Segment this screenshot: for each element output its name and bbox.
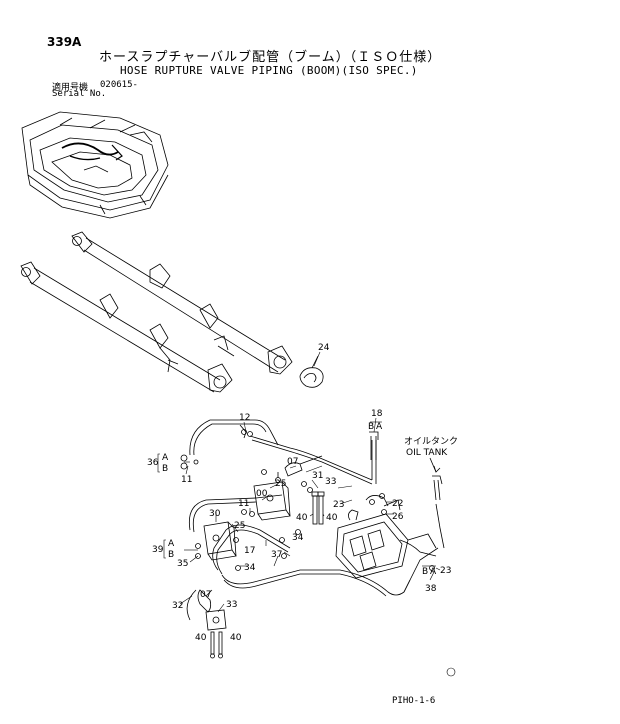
- callout-11-a: 11: [181, 475, 192, 485]
- pipe-middle: [188, 455, 323, 533]
- callout-39-a: A: [168, 539, 175, 549]
- callout-36-b: B: [162, 464, 168, 474]
- callout-26: 26: [392, 512, 404, 522]
- oil-tank-label-japanese: オイルタンク: [404, 436, 458, 447]
- page-reference: PIHO-1-6: [392, 696, 436, 706]
- callout-35: 35: [177, 559, 188, 569]
- callout-07-a: 07: [287, 457, 298, 467]
- valve-block-30: [195, 521, 237, 561]
- fittings: [180, 429, 435, 571]
- callout-18-b: B: [368, 422, 374, 432]
- serial-label-japanese: 適用号機: [52, 83, 89, 93]
- pipe-upper: [189, 419, 377, 485]
- title-japanese: ホースラプチャーバルブ配管（ブーム）（ＩＳＯ仕様）: [99, 50, 442, 65]
- oil-tank-arrow: [429, 457, 441, 473]
- callout-39: 39: [152, 545, 164, 555]
- clip-24: [299, 355, 324, 388]
- ab-brackets: [157, 421, 436, 567]
- callout-40-c: 40: [195, 633, 207, 643]
- footer-circle: [446, 667, 456, 677]
- callout-38-b: B: [422, 567, 428, 577]
- callout-25-a: 25: [275, 479, 286, 489]
- control-valve: [335, 495, 437, 579]
- callout-38: 38: [425, 584, 437, 594]
- pipe-lower-loop: [212, 524, 439, 597]
- boom-cylinder-upper: [71, 231, 293, 375]
- callout-numbers: 24 18 B A 12 36 A B 11 07 31 25 00 33 23…: [147, 343, 451, 643]
- callout-36: 36: [147, 458, 159, 468]
- oil-tank-label-english: OIL TANK: [406, 448, 448, 458]
- hose-oil-tank: [399, 475, 445, 557]
- bottom-valve: [186, 589, 227, 659]
- machine-overview: [21, 111, 169, 219]
- bolts-center: [311, 491, 325, 525]
- callout-36-a: A: [162, 453, 169, 463]
- callout-32: 32: [172, 601, 183, 611]
- leader-lines: [179, 351, 441, 613]
- callout-34-a: 34: [292, 533, 304, 543]
- callout-18: 18: [371, 409, 383, 419]
- callout-40-b: 40: [326, 513, 338, 523]
- page-code: 339A: [47, 35, 82, 49]
- serial-number: 020615-: [100, 80, 138, 90]
- callout-34-b: 34: [244, 563, 256, 573]
- callout-23-b: 23: [440, 566, 451, 576]
- serial-label-english: Serial No.: [52, 89, 107, 99]
- callout-24: 24: [318, 343, 330, 353]
- callout-31: 31: [312, 471, 323, 481]
- callout-30: 30: [209, 509, 221, 519]
- callout-37: 37: [271, 550, 282, 560]
- callout-07-b: 07: [200, 590, 211, 600]
- callout-00: 00: [256, 489, 268, 499]
- callout-18-a: A: [376, 422, 383, 432]
- boom-cylinder-lower: [20, 261, 233, 393]
- callout-25-b: 25: [234, 521, 245, 531]
- callout-40-a: 40: [296, 513, 308, 523]
- callout-33-a: 33: [325, 477, 336, 487]
- callout-39-b: B: [168, 550, 174, 560]
- valve-block-00: [253, 472, 291, 521]
- callout-11-b: 11: [238, 499, 249, 509]
- callout-23-a: 23: [333, 500, 344, 510]
- callout-17: 17: [244, 546, 255, 556]
- callout-38-a: A: [430, 567, 437, 577]
- callout-22: 22: [392, 499, 403, 509]
- callout-33-b: 33: [226, 600, 237, 610]
- callout-12: 12: [239, 413, 250, 423]
- callout-40-d: 40: [230, 633, 242, 643]
- title-english: HOSE RUPTURE VALVE PIPING (BOOM)(ISO SPE…: [120, 64, 418, 77]
- hose-18: [369, 431, 379, 460]
